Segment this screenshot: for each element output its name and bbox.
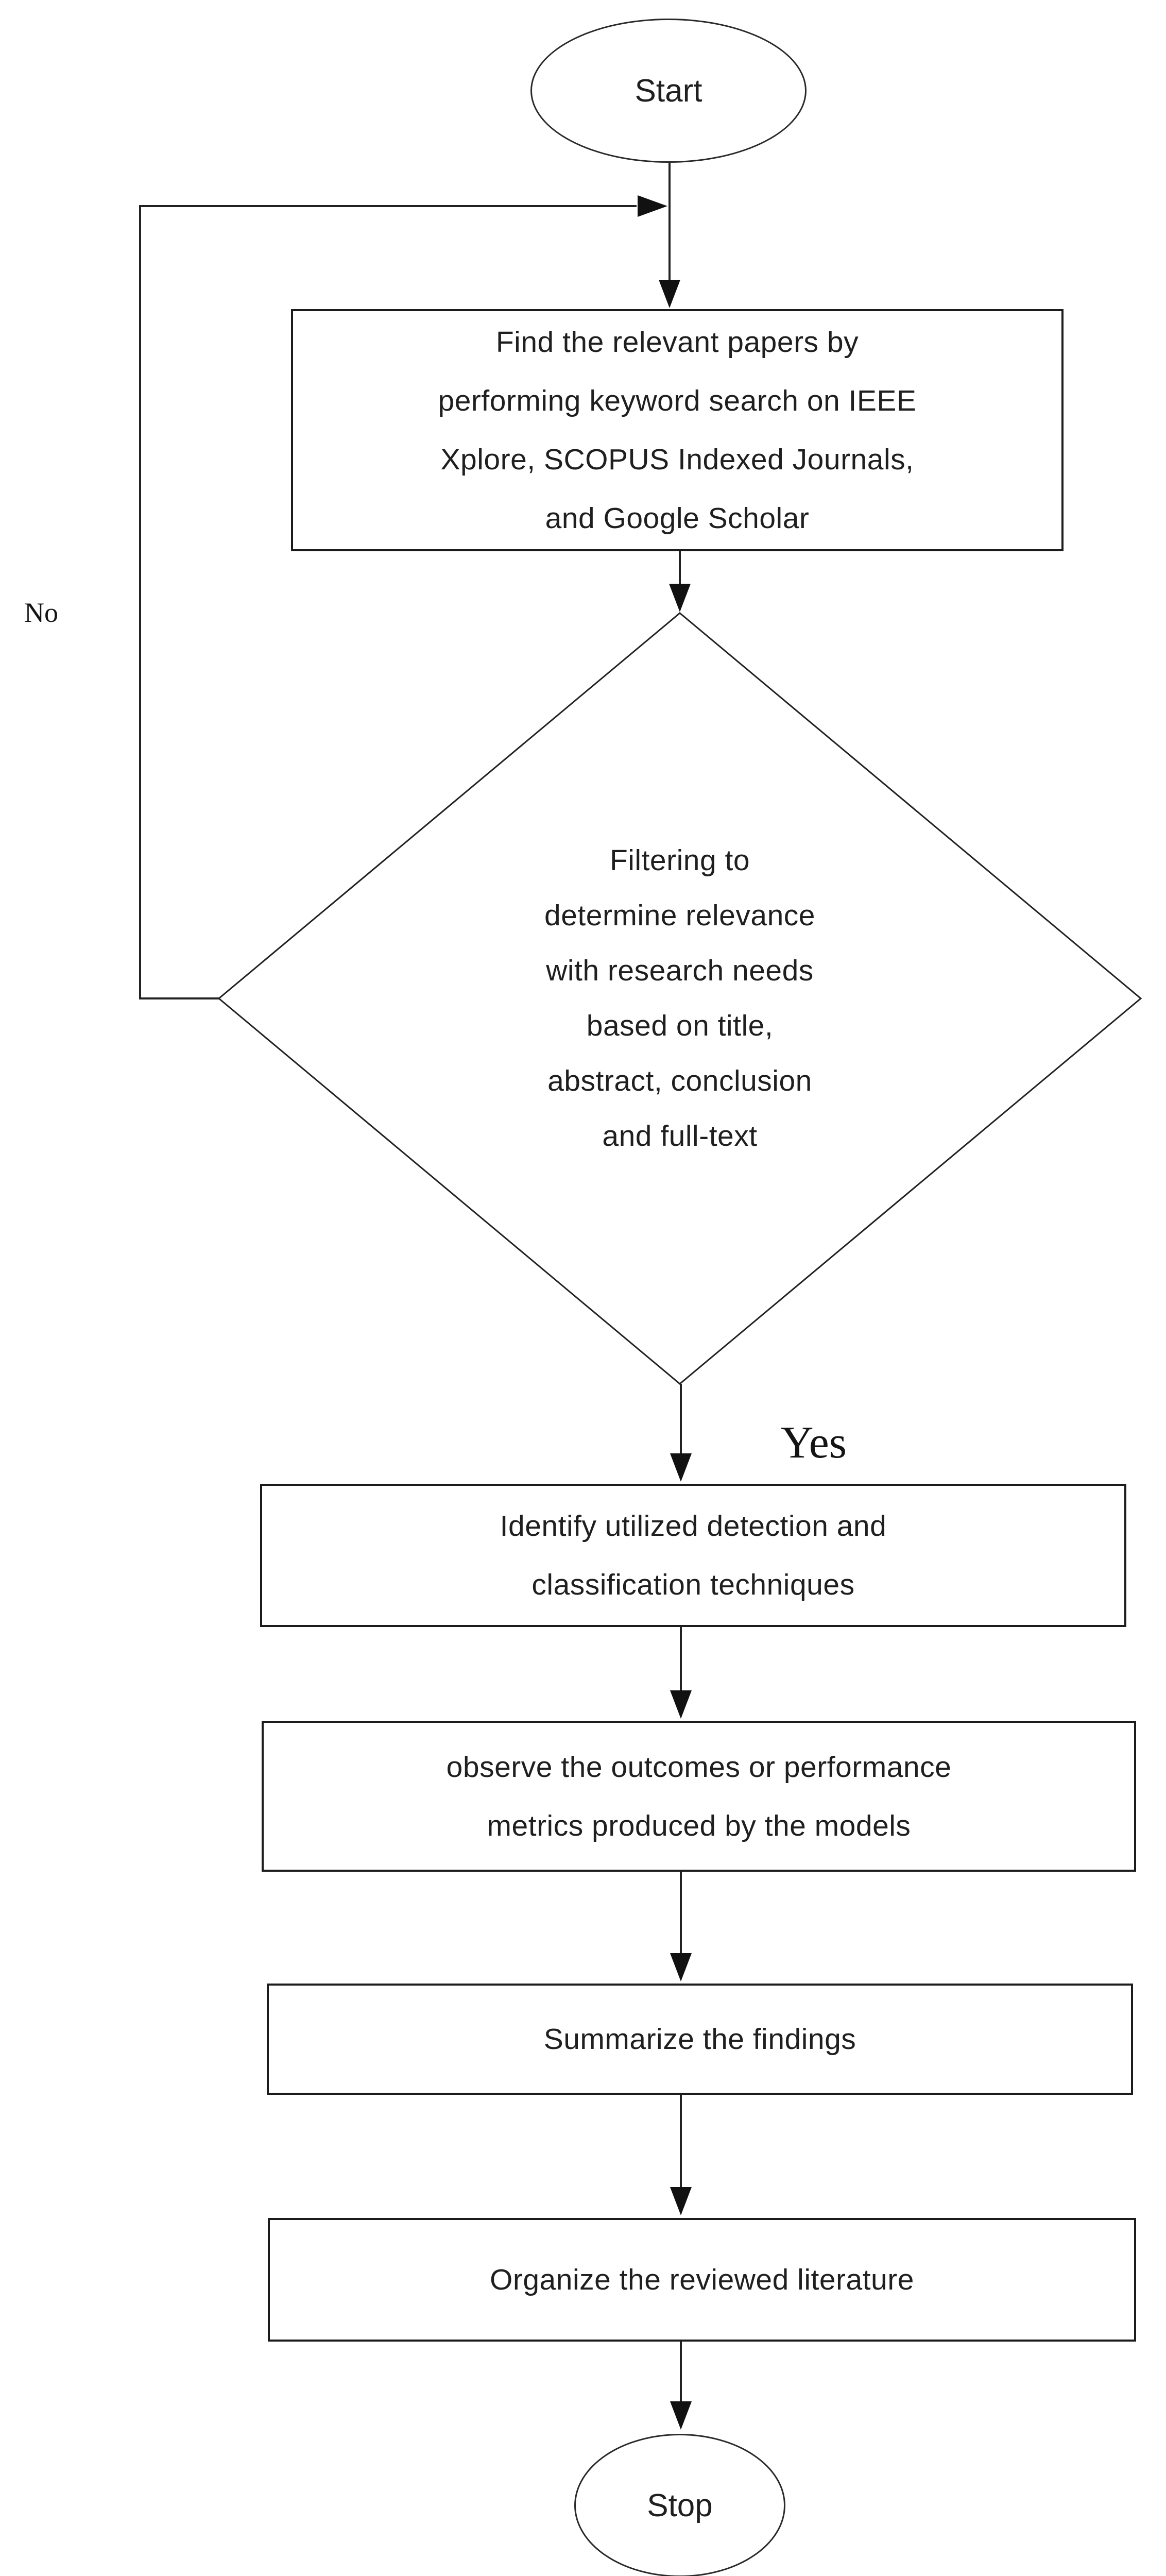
process-summarize-findings: Summarize the findings bbox=[267, 1984, 1133, 2095]
observe-outcomes-label: observe the outcomes or performance metr… bbox=[446, 1750, 952, 1842]
arrowhead-into-identify bbox=[670, 1453, 692, 1482]
arrowhead-into-organize bbox=[670, 2187, 692, 2215]
stop-terminator: Stop bbox=[574, 2434, 785, 2576]
arrowhead-into-stop bbox=[670, 2401, 692, 2430]
process-identify-techniques: Identify utilized detection and classifi… bbox=[260, 1484, 1126, 1627]
edge-label-no: No bbox=[24, 597, 58, 628]
organize-literature-label: Organize the reviewed literature bbox=[490, 2263, 914, 2296]
arrowhead-no-junction bbox=[638, 195, 667, 217]
arrowhead-into-find bbox=[659, 280, 680, 308]
edge-label-yes: Yes bbox=[780, 1418, 847, 1468]
decision-filtering-label: Filtering to determine relevance with re… bbox=[544, 844, 815, 1153]
process-find-papers: Find the relevant papers by performing k… bbox=[291, 309, 1064, 551]
find-papers-label: Find the relevant papers by performing k… bbox=[438, 326, 917, 535]
arrowhead-into-observe bbox=[670, 1690, 692, 1719]
process-organize-literature: Organize the reviewed literature bbox=[268, 2218, 1136, 2342]
edge-no-loop bbox=[139, 205, 637, 999]
start-terminator: Start bbox=[530, 19, 807, 163]
arrowhead-into-decision bbox=[669, 584, 691, 612]
process-observe-outcomes: observe the outcomes or performance metr… bbox=[262, 1721, 1136, 1872]
summarize-findings-label: Summarize the findings bbox=[543, 2023, 856, 2056]
stop-label: Stop bbox=[647, 2487, 713, 2523]
arrowhead-into-summarize bbox=[670, 1953, 692, 1981]
identify-techniques-label: Identify utilized detection and classifi… bbox=[500, 1510, 887, 1601]
start-label: Start bbox=[635, 73, 702, 109]
